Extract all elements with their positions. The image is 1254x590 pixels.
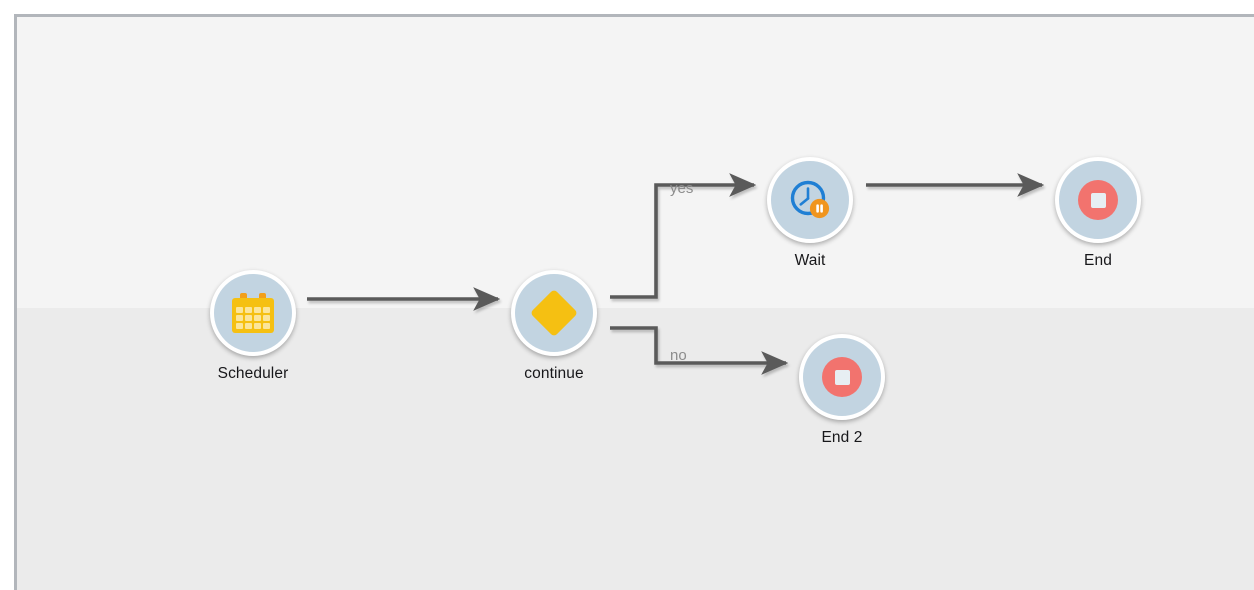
node-end-shape[interactable] xyxy=(1055,157,1141,243)
node-continue-label: continue xyxy=(524,365,584,382)
calendar-icon xyxy=(232,293,274,333)
node-end2-label: End 2 xyxy=(821,429,863,446)
node-scheduler-shape[interactable] xyxy=(210,270,296,356)
diamond-decision-icon xyxy=(529,288,579,338)
connector-layer xyxy=(307,173,1045,375)
node-end-label: End xyxy=(1084,252,1112,269)
clock-pause-icon xyxy=(787,177,833,223)
node-wait[interactable]: Wait xyxy=(762,157,858,270)
canvas-lower-band xyxy=(17,308,1254,590)
node-end[interactable]: End xyxy=(1050,157,1146,270)
node-wait-shape[interactable] xyxy=(767,157,853,243)
stop-icon xyxy=(1078,180,1118,220)
node-scheduler-label: Scheduler xyxy=(217,365,289,382)
node-continue[interactable]: continue xyxy=(506,270,602,383)
node-continue-shape[interactable] xyxy=(511,270,597,356)
node-wait-label: Wait xyxy=(794,252,826,269)
edge-continue-wait xyxy=(610,173,757,299)
node-end2-shape[interactable] xyxy=(799,334,885,420)
edge-continue-end2 xyxy=(610,326,789,375)
stop-icon xyxy=(822,357,862,397)
edge-label-no: no xyxy=(670,347,687,364)
node-scheduler[interactable]: Scheduler xyxy=(205,270,301,383)
node-end2[interactable]: End 2 xyxy=(794,334,890,447)
edge-label-yes: yes xyxy=(670,180,694,197)
workflow-canvas[interactable]: yes no S xyxy=(14,14,1254,590)
